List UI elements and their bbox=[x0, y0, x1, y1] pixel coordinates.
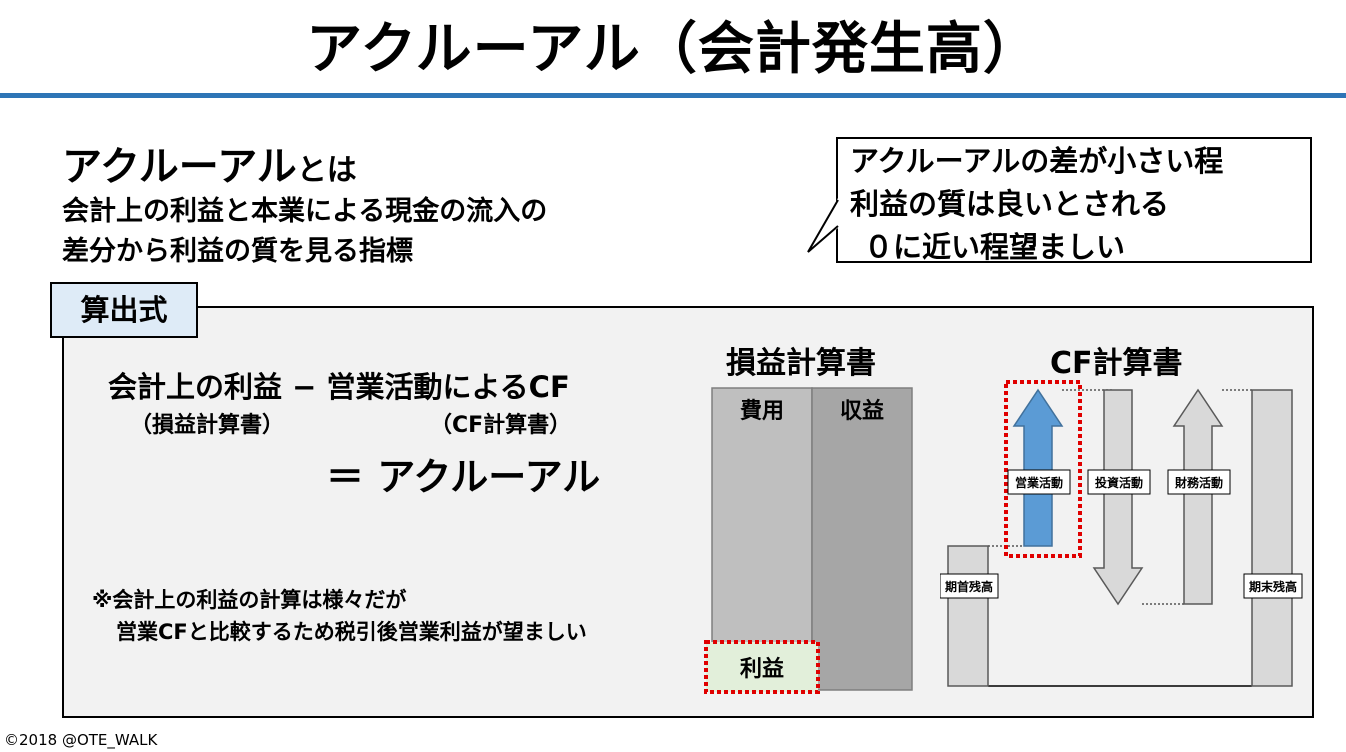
accrual-term: アクルーアル bbox=[62, 144, 297, 190]
pl-revenue-block bbox=[811, 387, 913, 691]
callout-line-2: 利益の質は良いとされる bbox=[850, 187, 1170, 221]
pl-profit-block bbox=[704, 640, 820, 694]
callout-line-3: ０に近い程望ましい bbox=[864, 230, 1126, 264]
callout-tail bbox=[807, 198, 839, 253]
note-line-1: ※会計上の利益の計算は様々だが bbox=[92, 588, 407, 612]
title-divider bbox=[0, 93, 1346, 98]
accrual-term-suffix: とは bbox=[296, 153, 357, 188]
formula-term-operating-cf: 営業活動によるCF bbox=[326, 370, 570, 404]
pl-revenue-label: 収益 bbox=[840, 398, 884, 424]
formula-result: ＝ アクルーアル bbox=[326, 455, 601, 499]
callout-text: アクルーアルの差が小さい程 利益の質は良いとされる ０に近い程望ましい bbox=[850, 140, 1223, 269]
cf-operating-label: 営業活動 bbox=[1015, 475, 1063, 490]
callout-bubble bbox=[836, 137, 1312, 263]
formula-minus: − bbox=[292, 370, 317, 404]
cf-closing-label: 期末残高 bbox=[1249, 579, 1297, 594]
cf-financing-label: 財務活動 bbox=[1174, 475, 1223, 490]
cf-closing-label-box bbox=[1243, 573, 1303, 599]
cf-investing-label-box bbox=[1087, 469, 1151, 495]
formula-term2-source: （CF計算書） bbox=[430, 413, 572, 438]
cf-opening-label-box bbox=[940, 573, 999, 599]
copyright: ©2018 @OTE_WALK bbox=[4, 731, 158, 749]
cf-opening-bar bbox=[947, 545, 989, 687]
cf-operating-highlight bbox=[1004, 380, 1082, 558]
formula-note: ※会計上の利益の計算は様々だが 営業CFと比較するため税引後営業利益が望ましい bbox=[92, 584, 587, 648]
formula-expression: 会計上の利益 − 営業活動によるCF bbox=[108, 364, 570, 406]
cf-investing-arrow bbox=[1092, 389, 1144, 606]
cf-investing-label: 投資活動 bbox=[1095, 475, 1143, 490]
cf-closing-bar bbox=[1251, 389, 1293, 687]
cf-operating-label-box bbox=[1007, 469, 1071, 495]
cf-diagram: 営業活動 投資活動 財務活動 期首残高 期末残高 bbox=[940, 380, 1303, 687]
accrual-heading: アクルーアルとは bbox=[62, 134, 357, 192]
callout-line-1: アクルーアルの差が小さい程 bbox=[850, 144, 1224, 178]
formula-term-profit: 会計上の利益 bbox=[108, 370, 283, 404]
cf-financing-arrow bbox=[1172, 388, 1224, 605]
accrual-definition: 会計上の利益と本業による現金の流入の 差分から利益の質を見る指標 bbox=[62, 192, 547, 272]
cf-opening-label: 期首残高 bbox=[945, 579, 993, 594]
cf-operating-arrow bbox=[1012, 388, 1064, 547]
definition-line-1: 会計上の利益と本業による現金の流入の bbox=[62, 196, 548, 227]
note-line-2: 営業CFと比較するため税引後営業利益が望ましい bbox=[116, 620, 587, 644]
cf-financing-label-box bbox=[1167, 469, 1231, 495]
pl-diagram: 費用 収益 利益 bbox=[704, 387, 913, 694]
pl-expense-label: 費用 bbox=[740, 399, 784, 424]
formula-tab: 算出式 bbox=[50, 282, 198, 338]
definition-line-2: 差分から利益の質を見る指標 bbox=[62, 236, 413, 267]
formula-term1-source: （損益計算書） bbox=[130, 413, 285, 438]
cf-title: CF計算書 bbox=[1050, 346, 1183, 381]
pl-profit-label: 利益 bbox=[740, 656, 784, 682]
pl-title: 損益計算書 bbox=[726, 346, 876, 381]
page-title: アクルーアル（会計発生高） bbox=[306, 17, 1040, 82]
